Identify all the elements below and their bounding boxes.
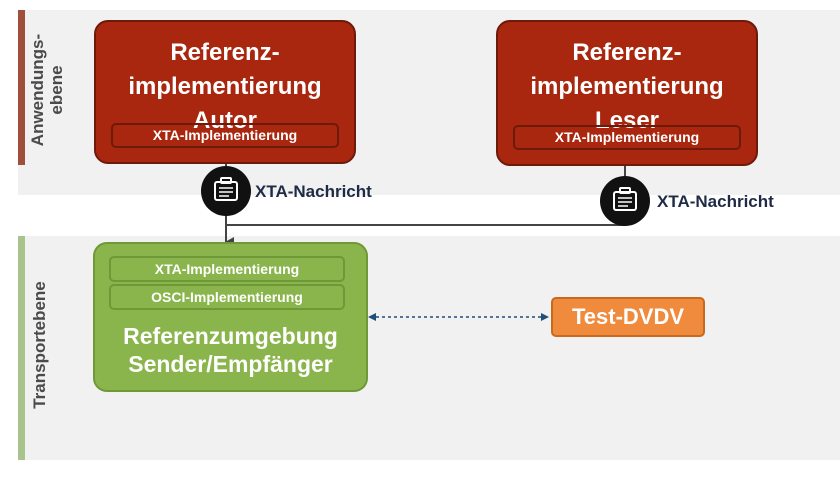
transport-osci-implementation: OSCI-Implementierung bbox=[109, 284, 345, 310]
reference-environment-sender-receiver: XTA-Implementierung OSCI-Implementierung… bbox=[93, 242, 368, 392]
reader-title: Referenz- implementierung Leser bbox=[530, 39, 724, 134]
message-label-right: XTA-Nachricht bbox=[657, 192, 774, 211]
reference-implementation-author: Referenz- implementierung Autor XTA-Impl… bbox=[94, 20, 356, 164]
author-xta-implementation: XTA-Implementierung bbox=[111, 123, 339, 148]
application-layer-marker bbox=[18, 10, 25, 165]
message-label-left: XTA-Nachricht bbox=[255, 182, 372, 201]
reader-xta-implementation: XTA-Implementierung bbox=[513, 125, 741, 150]
envelope-briefcase-icon bbox=[201, 166, 251, 216]
transport-title: Referenzumgebung Sender/Empfänger bbox=[123, 323, 338, 377]
reference-implementation-reader: Referenz- implementierung Leser XTA-Impl… bbox=[496, 20, 758, 166]
test-dvdv-box: Test-DVDV bbox=[551, 297, 705, 337]
transport-layer-marker bbox=[18, 236, 25, 460]
transport-xta-implementation: XTA-Implementierung bbox=[109, 256, 345, 282]
envelope-briefcase-icon bbox=[600, 176, 650, 226]
author-title: Referenz- implementierung Autor bbox=[128, 39, 322, 134]
